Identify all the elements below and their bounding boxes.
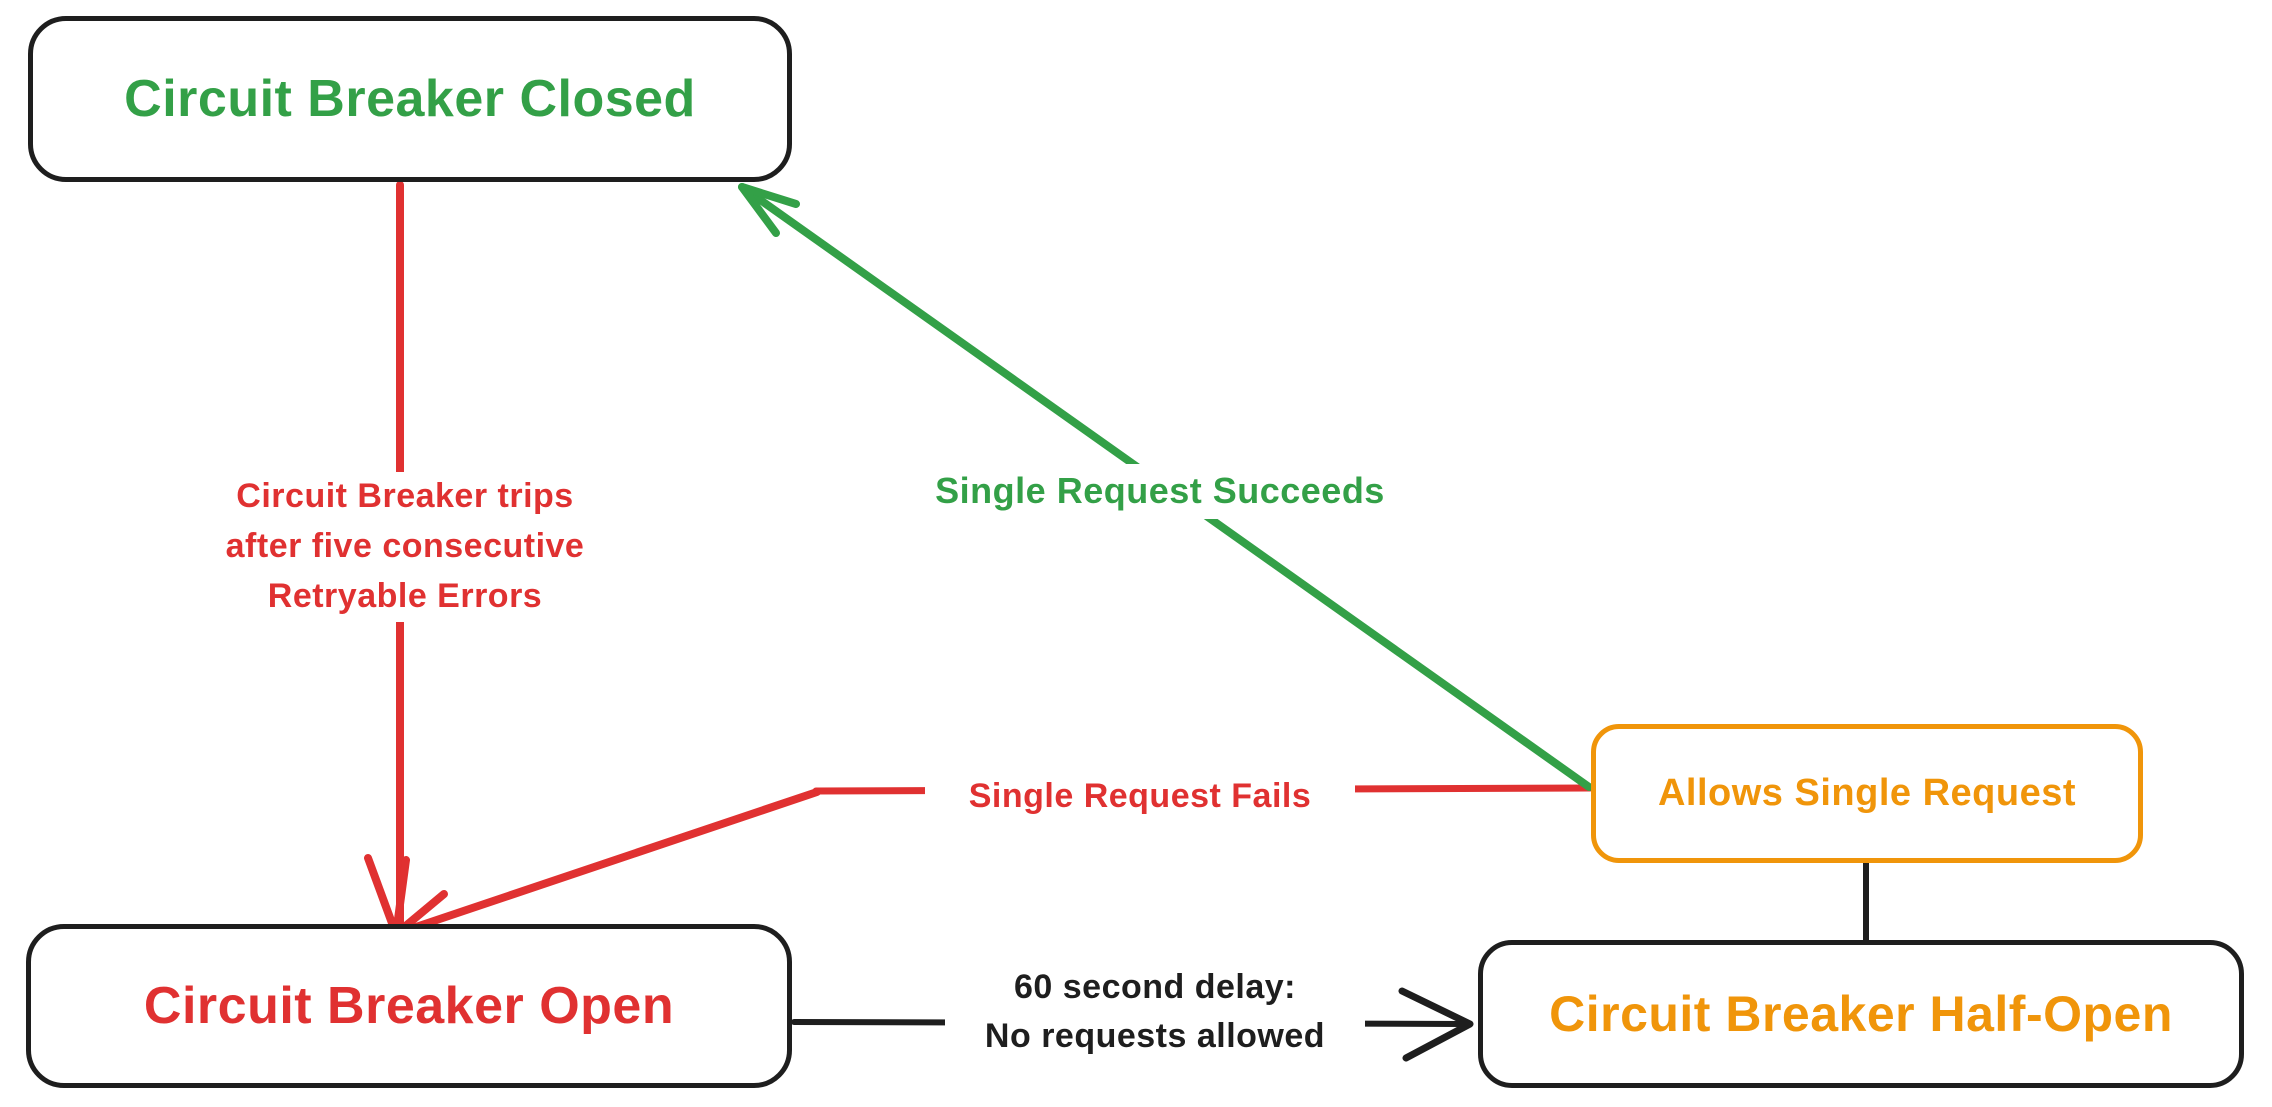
- edge-label-trip: Circuit Breaker trips after five consecu…: [170, 472, 640, 622]
- edge-label-fails: Single Request Fails: [925, 770, 1355, 823]
- node-allows-single-request: Allows Single Request: [1591, 724, 2143, 863]
- edge-label-trip-line3: Retryable Errors: [267, 576, 543, 615]
- edge-label-delay: 60 second delay: No requests allowed: [945, 963, 1365, 1062]
- node-allows-single-request-label: Allows Single Request: [1657, 772, 2077, 814]
- node-circuit-breaker-closed: Circuit Breaker Closed: [28, 16, 792, 182]
- edge-label-delay-line2: No requests allowed: [984, 1017, 1326, 1056]
- node-circuit-breaker-closed-label: Circuit Breaker Closed: [124, 70, 696, 128]
- edge-label-succeeds: Single Request Succeeds: [905, 464, 1415, 519]
- node-circuit-breaker-open: Circuit Breaker Open: [26, 924, 792, 1088]
- edge-delay-arrowhead-icon: [1398, 987, 1474, 1062]
- node-circuit-breaker-half-open: Circuit Breaker Half-Open: [1478, 940, 2244, 1088]
- edge-fails-diagonal: [400, 788, 821, 935]
- node-circuit-breaker-half-open-label: Circuit Breaker Half-Open: [1549, 986, 2173, 1042]
- node-circuit-breaker-open-label: Circuit Breaker Open: [143, 977, 675, 1035]
- edge-label-delay-line1: 60 second delay:: [1013, 968, 1296, 1006]
- edge-label-trip-line2: after five consecutive: [225, 526, 585, 565]
- edge-succeeds-arrowhead-icon: [738, 183, 800, 237]
- edge-label-trip-line1: Circuit Breaker trips: [236, 477, 574, 515]
